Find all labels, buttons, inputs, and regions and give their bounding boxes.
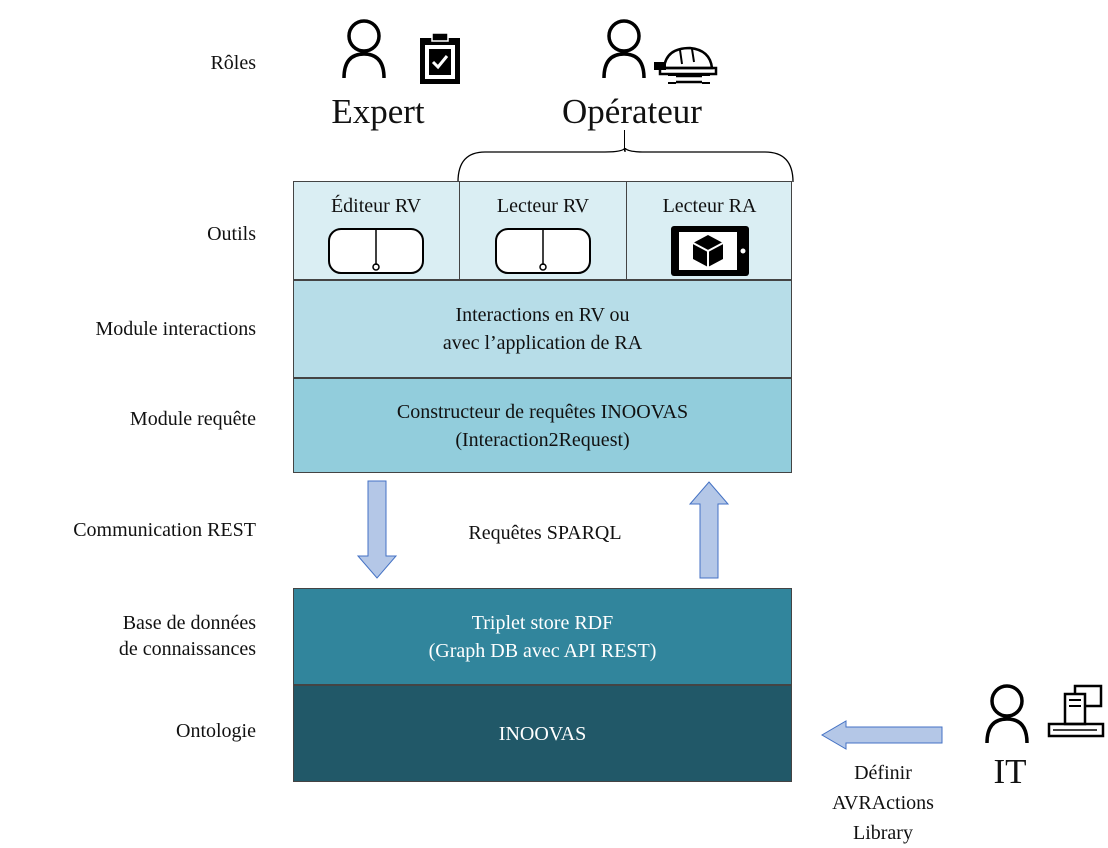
tool-vr-editor[interactable]: Éditeur RV: [293, 181, 459, 280]
define-line3: Library: [853, 822, 913, 844]
interactions-module: Interactions en RV ou avec l’application…: [293, 280, 792, 378]
row-label-database-line1: Base de données: [122, 612, 256, 634]
row-label-interactions: Module interactions: [95, 318, 256, 340]
request-module: Constructeur de requêtes INOOVAS (Intera…: [293, 378, 792, 473]
operator-bracket: [457, 148, 794, 183]
role-expert: Expert: [331, 92, 425, 131]
define-library-label: Définir AVRActions Library: [808, 758, 958, 848]
clipboard-check-icon: [420, 32, 460, 84]
arrow-up-icon: [688, 481, 730, 579]
define-line1: Définir: [854, 762, 912, 784]
computer-icon: [1047, 684, 1105, 738]
tool-vr-reader[interactable]: Lecteur RV: [459, 181, 626, 280]
row-label-request: Module requête: [129, 408, 256, 430]
expert-person-icon: [342, 19, 386, 79]
operator-bracket-stem: [624, 130, 625, 151]
tool-ar-reader-label: Lecteur RA: [662, 195, 757, 217]
request-line2: (Interaction2Request): [455, 428, 630, 451]
store-line1: Triplet store RDF: [471, 611, 614, 634]
store-line2: (Graph DB avec API REST): [428, 639, 657, 662]
row-label-tools: Outils: [207, 223, 256, 245]
sparql-requests-label: Requêtes SPARQL: [468, 522, 622, 544]
interactions-line1: Interactions en RV ou: [455, 304, 630, 326]
ontology-name: INOOVAS: [498, 722, 587, 745]
row-label-communication: Communication REST: [73, 519, 256, 541]
row-label-database-line2: de connaissances: [118, 638, 256, 660]
left-arrow-icon: [821, 720, 943, 750]
triplet-store: Triplet store RDF (Graph DB avec API RES…: [293, 588, 792, 685]
arrow-down-icon: [356, 480, 398, 579]
request-line1: Constructeur de requêtes INOOVAS: [396, 400, 689, 423]
ontology-layer: INOOVAS: [293, 685, 792, 782]
tool-vr-editor-label: Éditeur RV: [330, 195, 422, 217]
it-person-icon: [985, 684, 1029, 744]
vr-headset-icon: [328, 228, 424, 274]
interactions-line2: avec l’application de RA: [442, 332, 643, 354]
tool-vr-reader-label: Lecteur RV: [496, 195, 590, 217]
row-label-database: Base de données de connaissances: [119, 610, 256, 662]
row-label-ontology: Ontologie: [176, 720, 256, 742]
ar-tablet-cube-icon: [671, 226, 749, 276]
role-it: IT: [993, 752, 1027, 791]
hardhat-wrench-icon: [654, 46, 718, 84]
define-line2: AVRActions: [832, 792, 934, 814]
row-label-roles: Rôles: [210, 52, 256, 74]
role-operator: Opérateur: [562, 92, 702, 131]
tool-ar-reader[interactable]: Lecteur RA: [626, 181, 792, 280]
operator-person-icon: [602, 19, 646, 79]
vr-headset-icon: [495, 228, 591, 274]
